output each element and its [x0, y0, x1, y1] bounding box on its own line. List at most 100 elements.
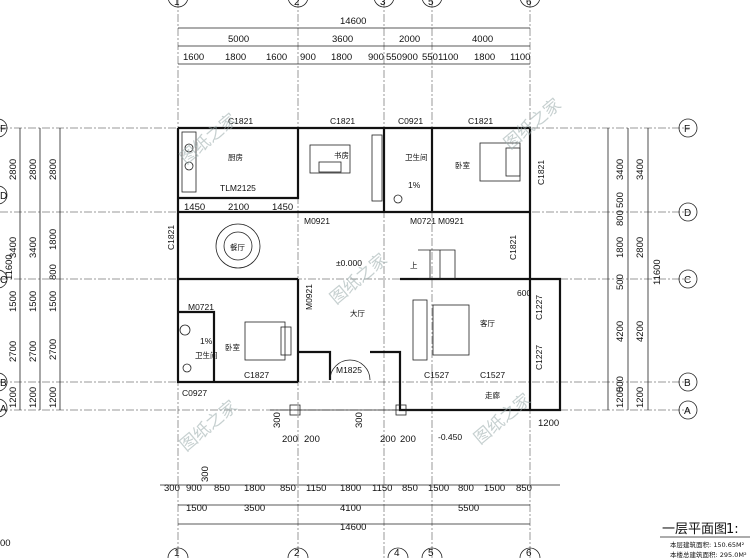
- axis-top-2: 2: [294, 0, 300, 8]
- top-axis-bubbles: 1 2 3 5 6: [168, 0, 540, 8]
- dim-top-r2-11: 1100: [510, 52, 530, 63]
- stair-300-b: 300: [354, 412, 365, 428]
- watermark-4: 图纸之家: [176, 397, 241, 456]
- code-m0921-a: M0921: [304, 216, 330, 226]
- axis-top-6: 6: [526, 0, 532, 8]
- dim-bot-r1-1: 3500: [244, 503, 265, 514]
- dim-top-r2-8: 550: [422, 52, 438, 63]
- dim-bot-r2-9: 1500: [428, 483, 449, 494]
- code-c1821-left: C1821: [166, 225, 176, 250]
- bottom-axis-bubbles: 1 2 4 5 6: [167, 547, 541, 558]
- dim-bot-r2-5: 1150: [306, 483, 326, 494]
- slope-left: 1%: [200, 336, 213, 346]
- dim-right-outer-3: 1200: [635, 387, 646, 408]
- furniture: [179, 131, 521, 416]
- dim-top-r2-5: 900: [368, 52, 384, 63]
- dim-left-mid-1: 3400: [28, 237, 39, 258]
- dim-right-outer-1: 2800: [635, 237, 646, 258]
- code-c1821-right: C1821: [536, 160, 546, 185]
- dim-left-inner-1: 1800: [48, 229, 59, 250]
- dim-top-r1-0: 5000: [228, 34, 249, 45]
- room-bath-left: 卫生间: [195, 350, 218, 360]
- code-c0927: C0927: [182, 388, 207, 398]
- dim-right-total: 11600: [652, 259, 663, 285]
- dim-right-inner-5: 4200: [615, 321, 626, 342]
- dim-left-mid-3: 2700: [28, 341, 39, 362]
- code-c1821-mid: C1821: [508, 235, 518, 260]
- room-dining: 餐厅: [230, 243, 245, 252]
- dim-bot-r2-12: 850: [516, 483, 532, 494]
- axis-right-F: F: [684, 124, 690, 135]
- dim-top-r2-3: 900: [300, 52, 316, 63]
- dim-left-inner-5: 1200: [48, 387, 59, 408]
- dim-top-r2-9: 1100: [438, 52, 458, 63]
- dim-top-total: 14600: [340, 16, 366, 27]
- stair-200-a: 200: [282, 434, 298, 445]
- dim-left-outer-2: 1500: [8, 291, 19, 312]
- dim-left-total: 11600: [4, 254, 15, 280]
- code-m0921-b: M0921: [438, 216, 464, 226]
- room-living: 客厅: [480, 318, 495, 328]
- dim-bot-r1-3: 5500: [458, 503, 479, 514]
- dim-1450-b: 1450: [272, 202, 293, 213]
- code-m0721-a: M0721: [410, 216, 436, 226]
- dim-left-outer-4: 1200: [8, 387, 19, 408]
- dim-left-inner-2: 800: [48, 264, 59, 280]
- room-corridor: 走廊: [485, 390, 500, 400]
- bottom-dimension-chains: 300 900 850 1800 850 1150 1800 1150 850 …: [160, 466, 560, 533]
- code-m0721-left: M0721: [188, 302, 214, 312]
- title-area-line2: 本楼总建筑面积: 295.0M²: [670, 550, 747, 558]
- walls: [176, 126, 562, 412]
- axis-right-C: C: [684, 275, 691, 286]
- axis-left-C: C: [0, 275, 7, 286]
- watermarks: 图纸之家 图纸之家 图纸之家 图纸之家 图纸之家: [176, 95, 565, 456]
- axis-left-B: B: [0, 378, 7, 389]
- room-bedroom-top: 卧室: [455, 160, 470, 170]
- dim-top-r2-2: 1600: [266, 52, 287, 63]
- dim-left-mid-4: 1200: [28, 387, 39, 408]
- room-hall: 大厅: [350, 308, 365, 318]
- dim-bot-r2-7: 1150: [372, 483, 392, 494]
- code-m1825: M1825: [336, 365, 362, 375]
- dim-right-inner-1: 500: [615, 192, 626, 208]
- dim-bot-total: 14600: [340, 522, 366, 533]
- stair-200-c: 200: [380, 434, 396, 445]
- dim-left-outer-1: 3400: [8, 237, 19, 258]
- dim-left-inner-4: 2700: [48, 339, 59, 360]
- stair-200-b: 200: [304, 434, 320, 445]
- code-c1821-b: C1821: [330, 116, 355, 126]
- dim-top-r1-1: 3600: [332, 34, 353, 45]
- left-axis-bubbles: F D C B A: [0, 118, 8, 418]
- level-zero: ±0.000: [336, 258, 362, 268]
- dim-right-inner-2: 800: [615, 210, 626, 226]
- dim-left-inner-0: 2800: [48, 159, 59, 180]
- code-c0921: C0921: [398, 116, 423, 126]
- dim-top-r2-7: 900: [402, 52, 418, 63]
- axis-bot-2: 2: [294, 548, 300, 558]
- dim-bot-stair-0: 300: [200, 466, 211, 482]
- level-minus: -0.450: [438, 432, 462, 442]
- code-c1227-b: C1227: [534, 345, 544, 370]
- dim-1200: 1200: [538, 418, 559, 429]
- dim-left-outer-3: 2700: [8, 341, 19, 362]
- right-axis-bubbles: F D C B A: [678, 118, 698, 420]
- code-c1527-b: C1527: [480, 370, 505, 380]
- code-c1527-a: C1527: [424, 370, 449, 380]
- dim-2100: 2100: [228, 202, 249, 213]
- room-bath-top: 卫生间: [405, 152, 428, 162]
- dim-bot-r1-0: 1500: [186, 503, 207, 514]
- title-area-line1: 本层建筑面积: 150.65M²: [670, 540, 745, 549]
- axis-left-D: D: [0, 191, 7, 202]
- room-labels: 厨房 书房 卫生间 卧室 餐厅 卫生间 卧室 大厅 客厅 走廊 上: [195, 150, 500, 400]
- axis-left-F: F: [0, 124, 6, 135]
- room-stair-up: 上: [410, 261, 418, 270]
- dim-right-inner-6: 500: [615, 376, 626, 392]
- dim-bot-r2-0: 300: [164, 483, 180, 494]
- dim-top-r2-0: 1600: [183, 52, 204, 63]
- dim-600: 600: [517, 288, 531, 298]
- axis-grid-lines: [0, 0, 690, 558]
- dim-right-inner-0: 3400: [615, 159, 626, 180]
- axis-right-B: B: [684, 378, 691, 389]
- title-scale: 1:: [726, 522, 739, 537]
- code-c1227-a: C1227: [534, 295, 544, 320]
